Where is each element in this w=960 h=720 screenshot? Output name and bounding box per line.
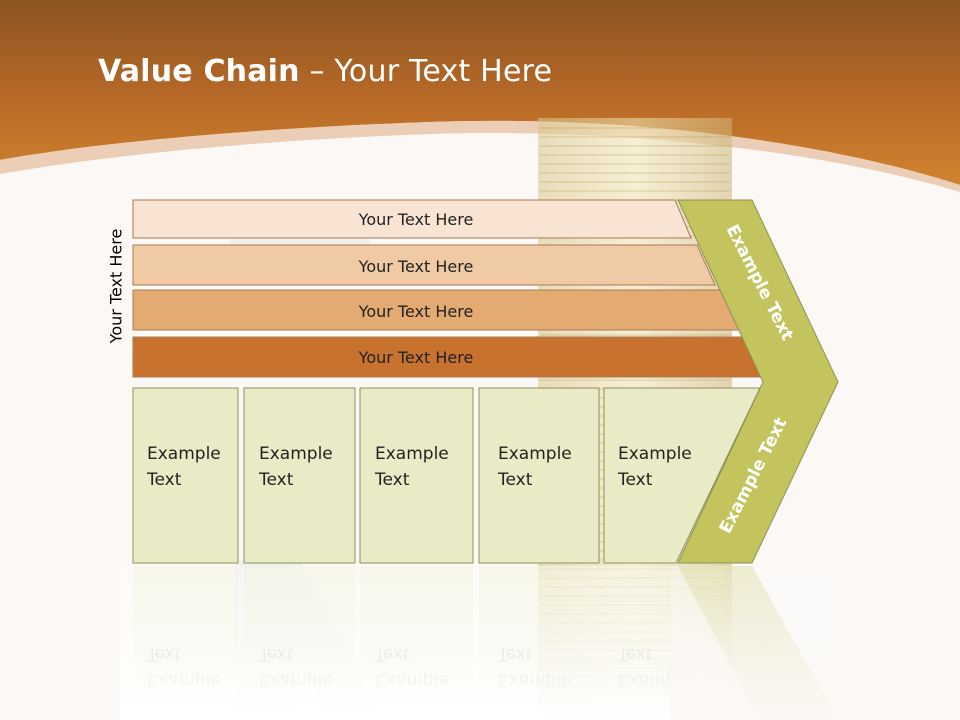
column-line1: Example — [618, 444, 692, 464]
header-band — [0, 0, 960, 185]
bar-label: Your Text Here — [358, 257, 474, 276]
bar-row: Your Text Here — [132, 199, 692, 239]
bar-row: Your Text Here — [132, 244, 716, 286]
title-rest: – Your Text Here — [299, 54, 553, 89]
column-box: Example Text — [603, 387, 761, 564]
column-box: Example Text — [132, 387, 239, 564]
bar-label: Your Text Here — [358, 302, 474, 321]
column-line1: Example — [147, 444, 221, 464]
chevron-arrow: Example Text Example Text — [677, 199, 839, 564]
column-rect — [478, 387, 600, 564]
column-line1: Example — [498, 444, 572, 464]
column-group: Example Text Example Text Example Text E… — [132, 387, 761, 564]
page-title: Value Chain – Your Text Here — [98, 54, 552, 89]
bar-label: Your Text Here — [358, 348, 474, 367]
bar-group: Your Text Here Your Text Here Your Text … — [132, 199, 764, 378]
bar-shape — [132, 244, 716, 286]
column-box: Example Text — [359, 387, 474, 564]
title-bold: Value Chain — [98, 54, 300, 89]
column-rect — [603, 387, 761, 564]
column-line1: Example — [375, 444, 449, 464]
bar-label: Your Text Here — [358, 210, 474, 229]
column-box: Example Text — [243, 387, 356, 564]
chevron-shape — [677, 199, 839, 564]
column-line1: Example — [259, 444, 333, 464]
bar-shape — [132, 199, 692, 239]
column-line2: Text — [146, 470, 182, 490]
column-rect — [132, 387, 239, 564]
side-label: Your Text Here — [106, 228, 126, 344]
column-box: Example Text — [478, 387, 600, 564]
column-rect — [243, 387, 356, 564]
column-rect — [359, 387, 474, 564]
column-line2: Text — [617, 470, 653, 490]
chevron-reflection-fade — [670, 566, 850, 720]
bar-row: Your Text Here — [132, 336, 764, 378]
bar-row: Your Text Here — [132, 289, 740, 331]
column-line2: Text — [374, 470, 410, 490]
column-line2: Text — [497, 470, 533, 490]
column-line2: Text — [258, 470, 294, 490]
